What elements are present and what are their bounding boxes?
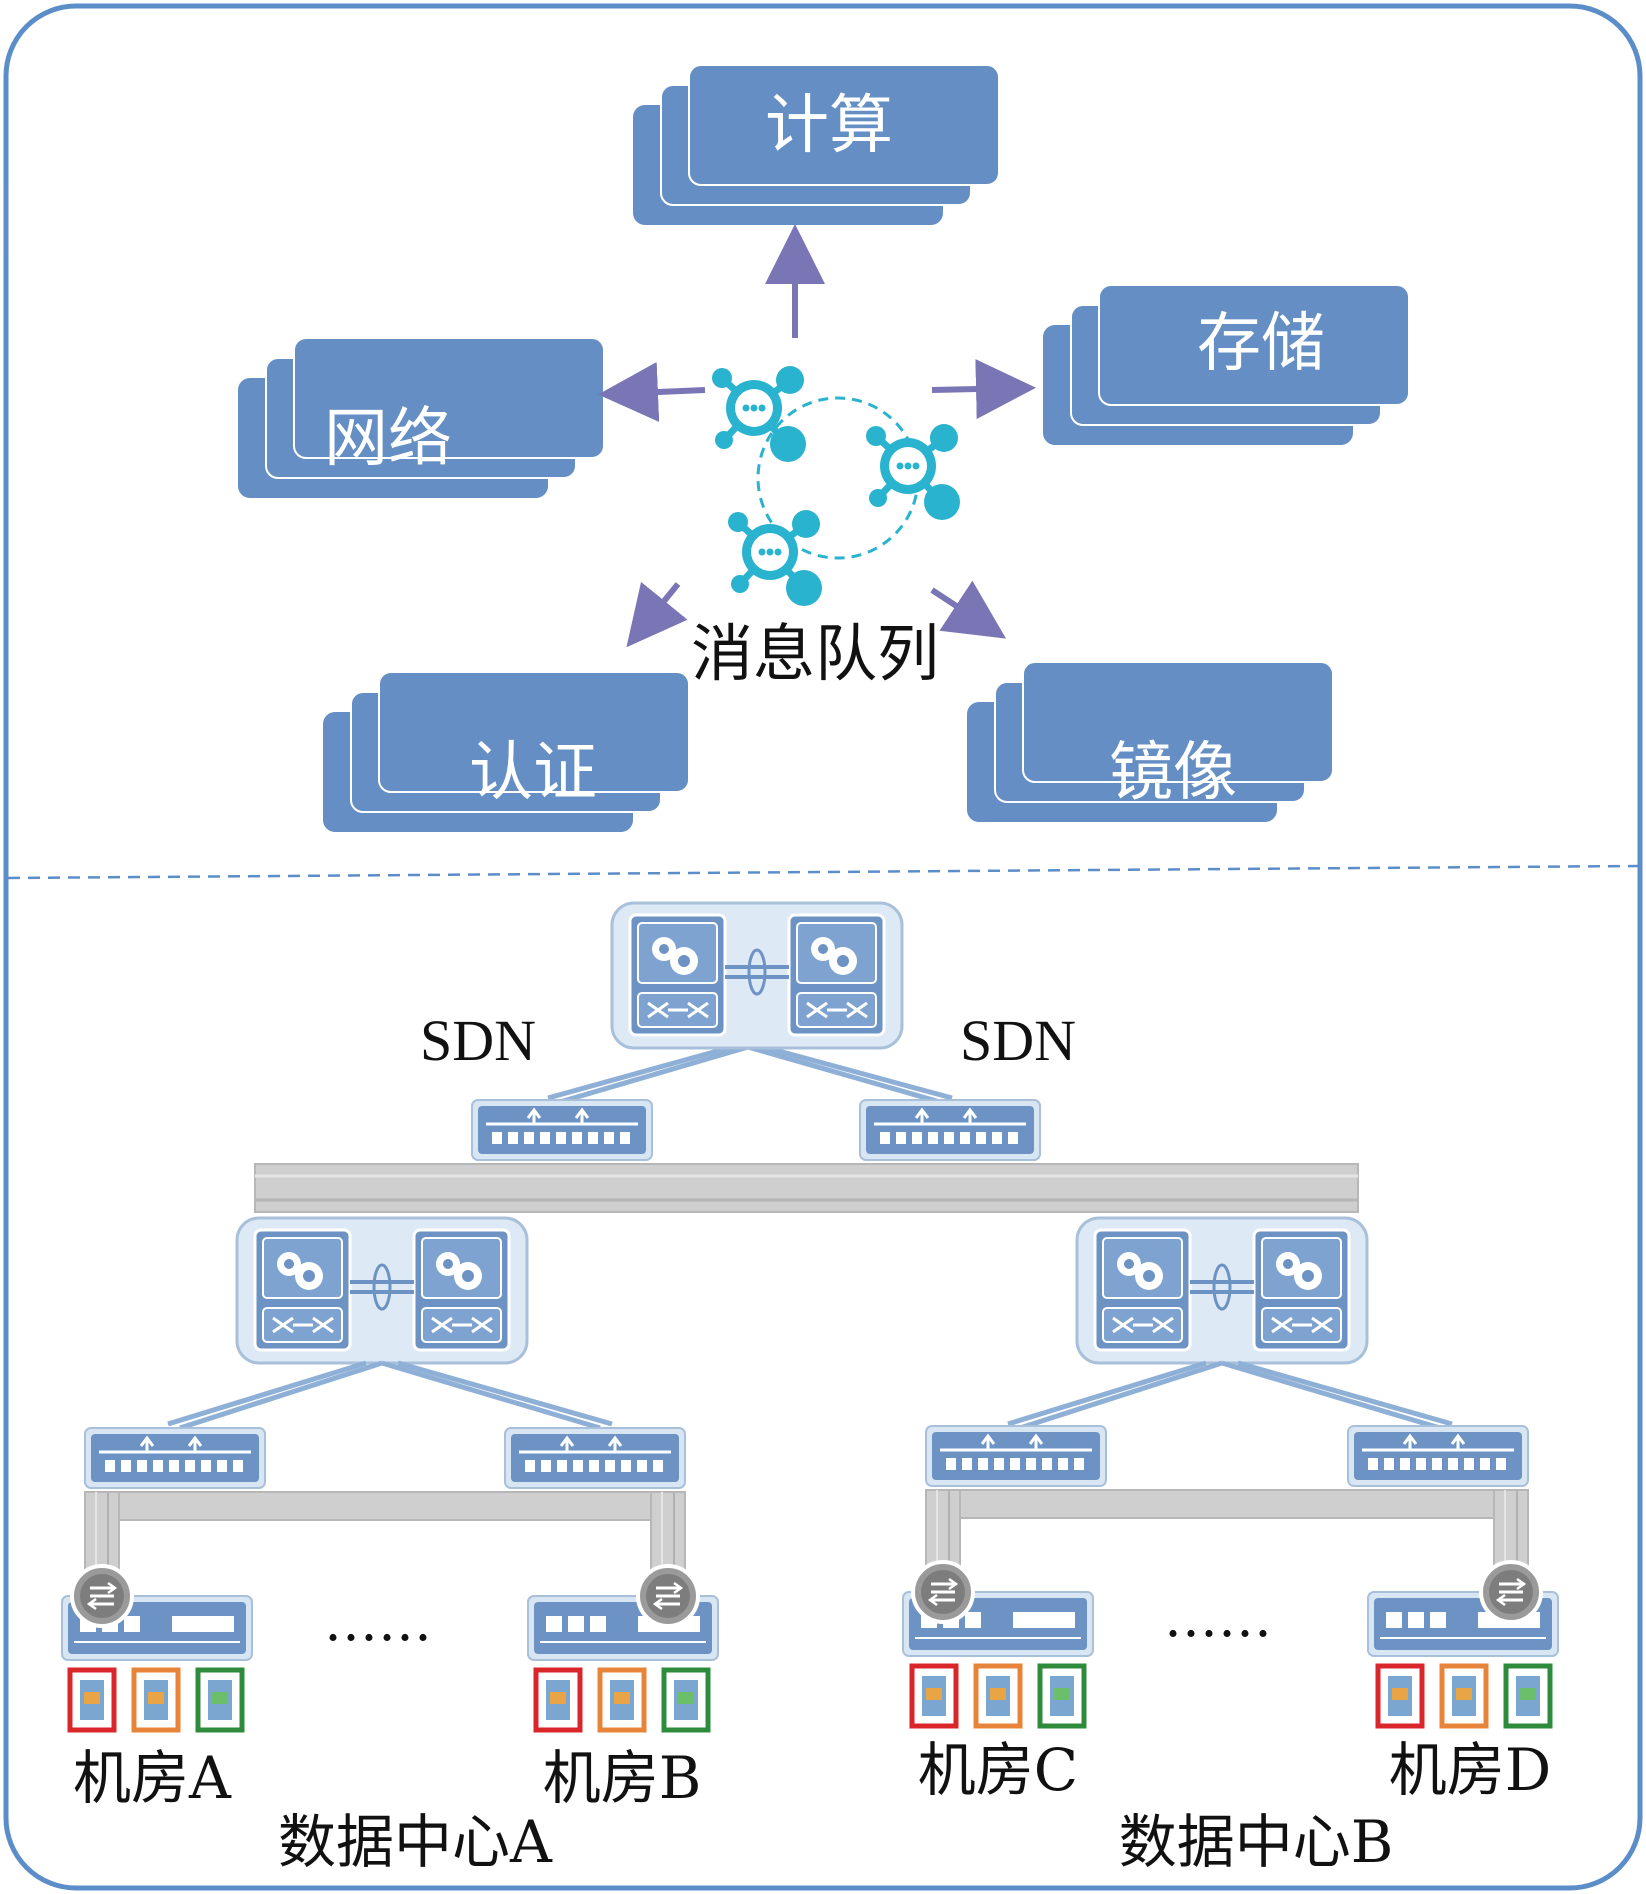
- datacenter-a-label: 数据中心A: [278, 1808, 553, 1876]
- access-switch-a1: [83, 1426, 267, 1490]
- service-image-label: 镜像: [1109, 736, 1237, 810]
- message-queue-label: 消息队列: [691, 617, 939, 690]
- mq-arrows: [598, 224, 1036, 648]
- rack-icon: [1040, 1666, 1084, 1726]
- service-auth-label: 认证: [469, 736, 597, 810]
- service-storage: 存储: [1042, 284, 1410, 446]
- links-dc: [167, 1360, 1453, 1431]
- backbone-bus: [254, 1163, 1359, 1213]
- sdn-switch-right: [858, 1098, 1042, 1162]
- rack-icon: [1442, 1666, 1486, 1726]
- service-network-label: 网络: [324, 402, 452, 476]
- ellipsis-dc-a: ……: [324, 1590, 432, 1653]
- links-top: [547, 1044, 953, 1105]
- racks-room-c: [912, 1666, 1084, 1726]
- room-c-label: 机房C: [918, 1736, 1078, 1804]
- arrow-to-auth: [626, 581, 688, 648]
- sdn-label-left: SDN: [420, 1008, 536, 1073]
- access-switch-b2: [1346, 1424, 1530, 1488]
- layer-divider: [7, 864, 1639, 880]
- sdn-switch-left: [470, 1098, 654, 1162]
- racks-room-a: [70, 1670, 242, 1730]
- rack-icon: [536, 1670, 580, 1730]
- access-switch-b1: [924, 1424, 1108, 1488]
- rack-icon: [1378, 1666, 1422, 1726]
- dc-a-bus: [84, 1491, 686, 1573]
- service-compute-label: 计算: [765, 89, 893, 163]
- service-image: 镜像: [966, 661, 1334, 823]
- racks-room-d: [1378, 1666, 1550, 1726]
- racks-room-b: [536, 1670, 708, 1730]
- core-switch-dc-a: [235, 1216, 529, 1365]
- arrow-to-image: [930, 580, 1007, 639]
- rack-icon: [70, 1670, 114, 1730]
- arrow-to-network: [598, 362, 706, 422]
- rack-icon: [134, 1670, 178, 1730]
- message-queue: 消息队列: [691, 366, 960, 690]
- service-storage-label: 存储: [1197, 307, 1325, 381]
- dc-b-bus: [925, 1489, 1529, 1569]
- rack-icon: [912, 1666, 956, 1726]
- rack-icon: [198, 1670, 242, 1730]
- rack-icon: [664, 1670, 708, 1730]
- router-icon: [911, 1560, 975, 1624]
- room-a-label: 机房A: [73, 1744, 232, 1812]
- rack-icon: [600, 1670, 644, 1730]
- ellipsis-dc-b: ……: [1164, 1586, 1272, 1649]
- rack-icon: [976, 1666, 1020, 1726]
- room-b-label: 机房B: [543, 1744, 702, 1812]
- core-switch-top: [610, 901, 904, 1050]
- router-icon: [70, 1564, 134, 1628]
- room-d-label: 机房D: [1389, 1736, 1552, 1804]
- core-switch-dc-b: [1075, 1216, 1369, 1365]
- access-switch-a2: [503, 1426, 687, 1490]
- service-network: 网络: [237, 337, 605, 499]
- router-icon: [1479, 1560, 1543, 1624]
- router-icon: [636, 1564, 700, 1628]
- rack-icon: [1506, 1666, 1550, 1726]
- service-auth: 认证: [322, 671, 690, 833]
- sdn-label-right: SDN: [960, 1008, 1076, 1073]
- datacenter-b-label: 数据中心B: [1119, 1808, 1394, 1876]
- service-compute: 计算: [632, 64, 1000, 226]
- arrow-to-storage: [931, 359, 1036, 420]
